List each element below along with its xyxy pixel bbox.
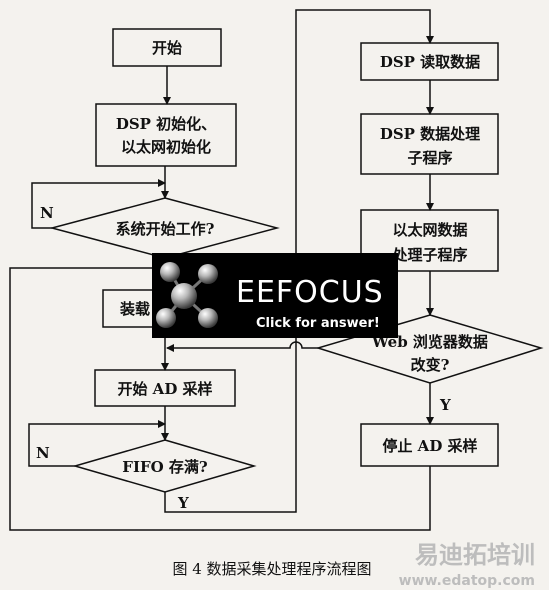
init-label-line1: DSP 初始化、 (116, 115, 216, 133)
dsp-read-label: DSP 读取数据 (380, 53, 480, 71)
stop-ad-label: 停止 AD 采样 (382, 437, 477, 455)
molecule-logo-icon (156, 262, 218, 328)
eth-proc-label-line2: 处理子程序 (391, 246, 467, 264)
branch-label-n1: N (40, 204, 54, 222)
site-watermark-cn: 易迪拓培训 (415, 540, 535, 569)
init-box (95, 103, 237, 167)
branch-label-y2: Y (439, 396, 451, 414)
watermark-brand: EEFOCUS (236, 275, 384, 310)
decision-web-label-line2: 改变? (411, 356, 450, 374)
eth-proc-label-line1: 以太网数据 (392, 221, 467, 239)
branch-label-n2: N (36, 444, 50, 462)
eefocus-watermark[interactable]: EEFOCUS Click for answer! (152, 253, 398, 338)
start-ad-label: 开始 AD 采样 (117, 380, 212, 398)
decision-start-label: 系统开始工作? (116, 220, 215, 238)
decision-fifo-label: FIFO 存满? (122, 458, 208, 476)
watermark-tagline: Click for answer! (256, 316, 380, 331)
figure-caption: 图 4 数据采集处理程序流程图 (172, 560, 371, 578)
dsp-proc-label-line2: 子程序 (407, 149, 452, 167)
dsp-proc-label-line1: DSP 数据处理 (380, 125, 480, 143)
load-label: 装载 (119, 300, 150, 318)
branch-label-y1: Y (177, 494, 189, 512)
start-label: 开始 (152, 39, 182, 57)
connectors (9, 9, 434, 531)
init-label-line2: 以太网初始化 (121, 138, 211, 156)
site-watermark-url: www.edatop.com (399, 573, 535, 589)
decision-web-label-line1: Web 浏览器数据 (371, 333, 488, 351)
